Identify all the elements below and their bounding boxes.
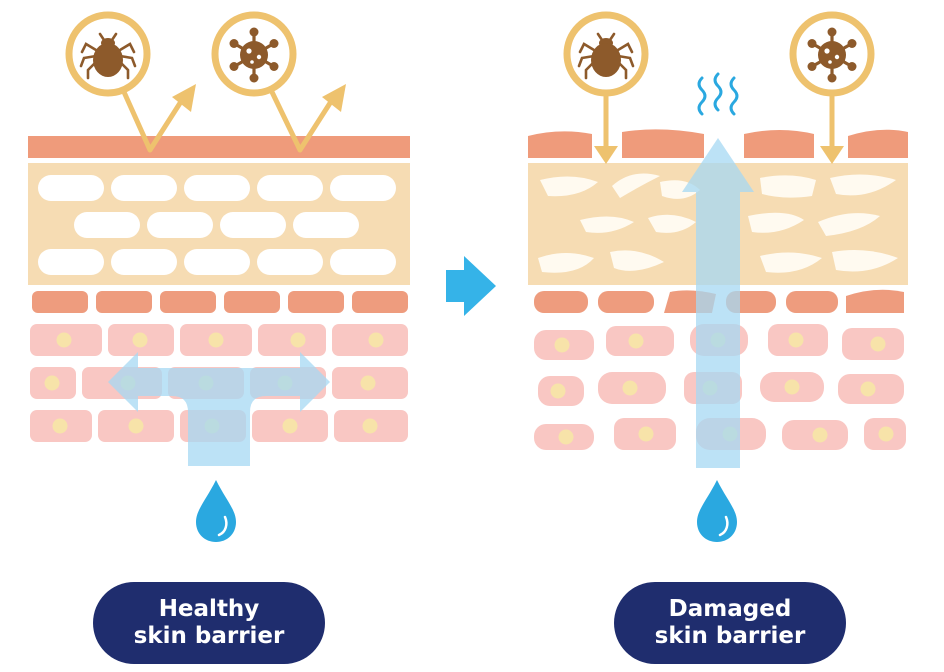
healthy-label-line2: skin barrier: [133, 623, 285, 649]
damaged-water-drop-icon: [697, 480, 737, 542]
healthy-panel: [28, 11, 410, 542]
healthy-deflected-virus-arrow: [269, 90, 335, 153]
damaged-virus-icon: [807, 27, 857, 83]
healthy-mite-arrowhead: [172, 84, 196, 112]
healthy-deflected-mite-arrow: [121, 90, 185, 153]
damaged-label-line2: skin barrier: [654, 623, 806, 649]
damaged-lipid-fragments: [538, 173, 898, 273]
evaporation-icon: [697, 72, 739, 116]
healthy-lipid-cells: [38, 175, 396, 275]
damaged-panel: [528, 11, 908, 542]
damaged-mite-badge: [563, 11, 649, 97]
healthy-water-drop-icon: [196, 480, 236, 542]
healthy-label-line1: Healthy: [158, 596, 260, 622]
healthy-virus-badge: [211, 11, 297, 97]
damaged-label-pill: Damaged skin barrier: [614, 582, 846, 664]
damaged-virus-badge: [789, 11, 875, 97]
damaged-surface-segments: [528, 129, 908, 158]
healthy-mite-badge: [65, 11, 151, 97]
healthy-water-flow-arrow: [108, 352, 330, 466]
arrow-right-icon: [446, 256, 496, 316]
healthy-brick-row: [32, 291, 408, 313]
damaged-water-drop-highlight: [718, 515, 729, 537]
damaged-label-line1: Damaged: [668, 596, 792, 622]
healthy-water-drop-highlight: [217, 515, 228, 537]
healthy-virus-arrowhead: [322, 84, 346, 112]
healthy-label-pill: Healthy skin barrier: [93, 582, 325, 664]
healthy-virus-icon: [229, 27, 279, 83]
damaged-water-loss-arrow: [682, 138, 754, 468]
damaged-mite-icon: [577, 32, 635, 80]
damaged-virus-penetration-arrow: [820, 90, 844, 164]
healthy-mite-icon: [79, 32, 137, 80]
healthy-surface-layer: [28, 136, 410, 158]
damaged-mite-penetration-arrow: [594, 90, 618, 164]
